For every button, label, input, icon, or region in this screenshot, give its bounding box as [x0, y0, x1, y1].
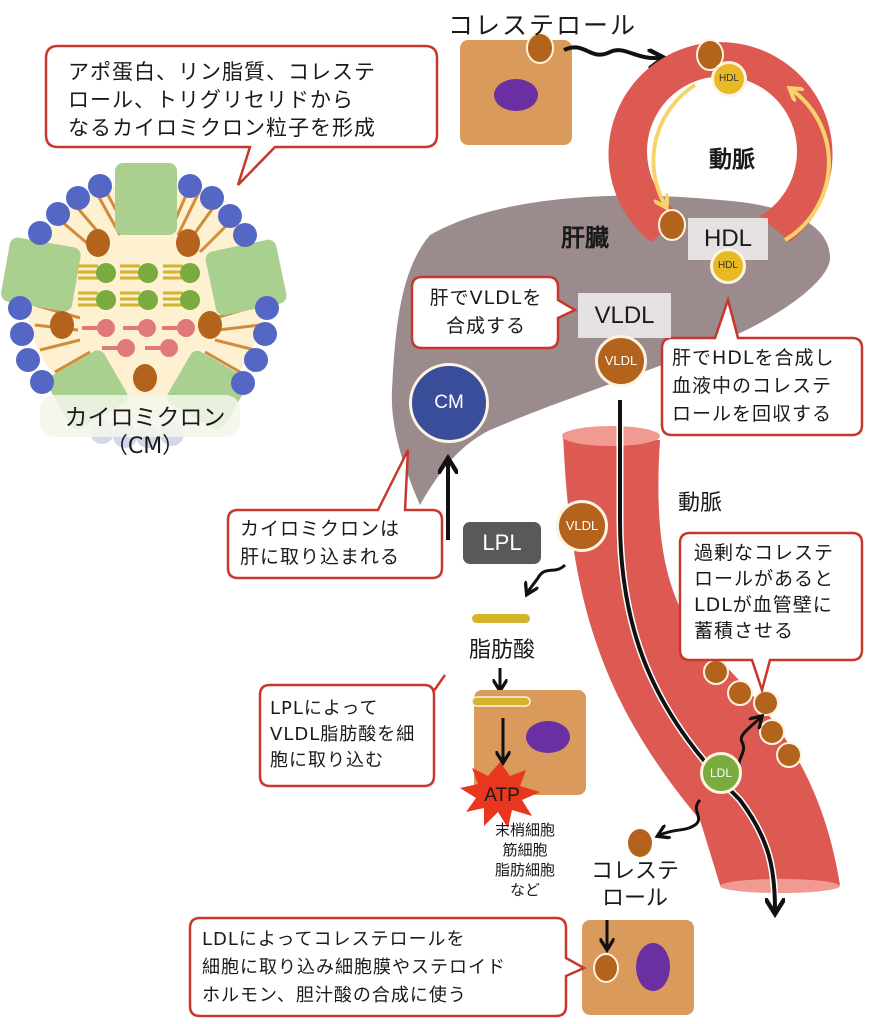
callout-hdl-synthesis: 肝でHDLを合成し 血液中のコレステ ロールを回収する [672, 347, 835, 425]
hdl-particle-liver: HDL [710, 248, 746, 284]
liver-label: 肝臓 [561, 224, 609, 252]
vldl-particle-vessel: VLDL [556, 500, 608, 552]
fatty-acid-icon [472, 614, 530, 623]
callout-ldl-use: LDLによってコレステロールを 細胞に取り込み細胞膜やステロイド ホルモン、胆汁… [202, 929, 506, 1006]
callout-ldl-accumulation: 過剰なコレステ ロールがあると LDLが血管壁に 蓄積させる [694, 542, 835, 642]
chylomicron-particle [1, 163, 287, 448]
cholesterol-molecules [50, 229, 222, 392]
source-cell [460, 32, 572, 145]
hdl-particle-top: HDL [711, 61, 747, 97]
transfer-arrow [563, 45, 660, 58]
lpl-enzyme-tag: LPL [463, 522, 541, 564]
artery-vessel-label: 動脈 [677, 491, 722, 516]
triglycerides [78, 263, 200, 310]
chylomicron-abbr-label: （CM） [105, 434, 185, 459]
callout-shapes [44, 44, 864, 1018]
atp-burst [460, 762, 540, 828]
callout-cm-uptake: カイロミクロンは 肝に取り込まれる [240, 518, 401, 568]
chylomicron-label: カイロミクロン [64, 405, 226, 431]
cm-particle: CM [409, 363, 489, 443]
artery-ring [608, 39, 833, 242]
cholesterol-bottom-label: コレステ ロール [590, 859, 679, 911]
vldl-particle-liver: VLDL [595, 335, 647, 387]
fatty-acid-label: 脂肪酸 [468, 638, 535, 663]
callout-lpl-uptake: LPLによって VLDL脂肪酸を細 胞に取り込む [270, 698, 416, 771]
atp-label: ATP [484, 785, 520, 806]
hdl-tag: HDL [688, 218, 768, 260]
ldl-deposits [703, 659, 802, 768]
ldl-particle: LDL [700, 752, 742, 794]
artery-ring-label: 動脈 [709, 147, 755, 173]
cholesterol-esters [82, 319, 195, 357]
nucleus-icon [494, 79, 538, 111]
phospholipid-heads [8, 174, 279, 395]
callout-vldl-synthesis: 肝でVLDLを 合成する [429, 287, 543, 337]
cholesterol-top-label: コレステロール [448, 11, 638, 40]
callout-cm-formation: アポ蛋白、リン脂質、コレステ ロール、トリグリセリドから なるカイロミクロン粒子… [68, 60, 376, 140]
vldl-tag: VLDL [578, 293, 671, 338]
peripheral-cells-label: 末梢細胞 筋細胞 脂肪細胞 など [494, 821, 555, 899]
target-cell [582, 920, 694, 1015]
